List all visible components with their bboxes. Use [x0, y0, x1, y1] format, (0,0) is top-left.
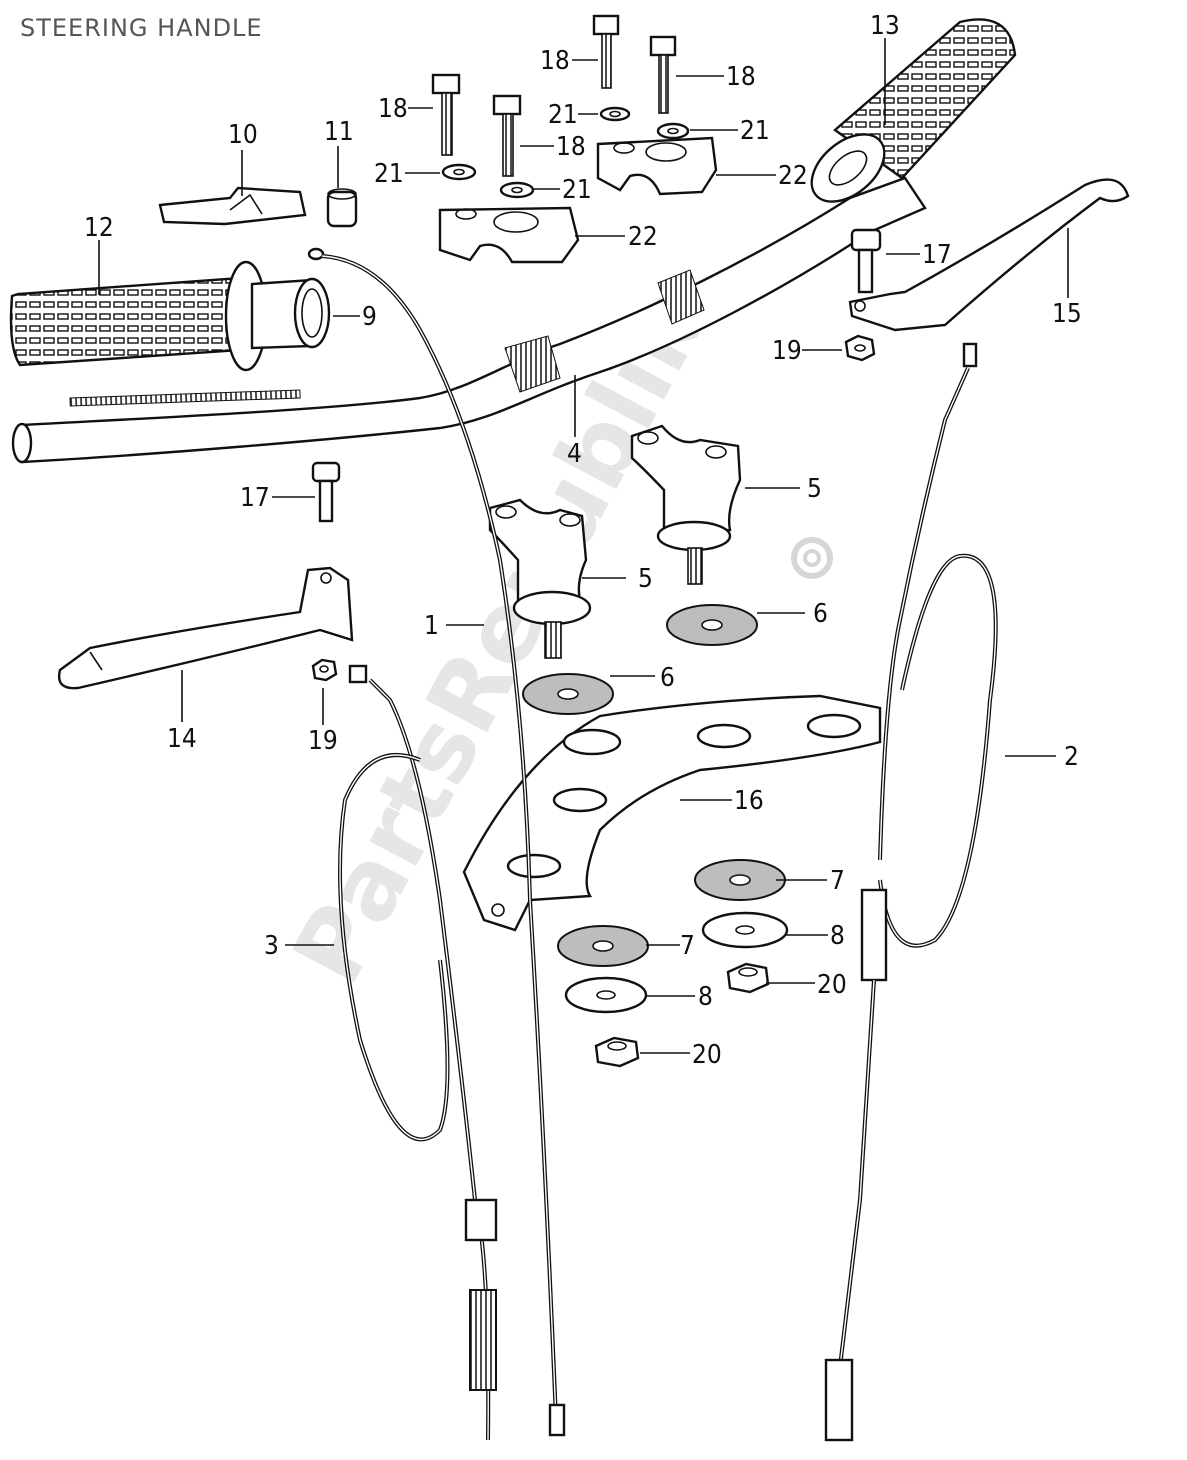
callout-21-c: 21: [548, 100, 578, 130]
washer-21-a: [441, 163, 477, 181]
callout-22-left: 22: [628, 222, 658, 252]
bolt-18-d: [649, 35, 677, 114]
callout-20-right: 20: [817, 970, 847, 1000]
callout-1: 1: [424, 611, 439, 641]
washer-21-b: [499, 181, 535, 199]
pivot-bolt-17-left: [311, 461, 341, 523]
brake-lever: [848, 178, 1130, 332]
callout-6-lower: 6: [660, 663, 675, 693]
front-brake-cable: [824, 342, 998, 1442]
callout-21-b: 21: [562, 175, 592, 205]
washer-21-d: [656, 122, 690, 140]
nut-20-left: [594, 1036, 640, 1068]
callout-19-right: 19: [772, 336, 802, 366]
callout-15: 15: [1052, 299, 1082, 329]
right-grip: [810, 18, 1017, 203]
cable-cap: [326, 188, 358, 228]
washer-8-left: [564, 976, 648, 1014]
callout-20-left: 20: [692, 1040, 722, 1070]
watermark-gear-icon: [791, 537, 833, 579]
handle-holder-bracket: [462, 694, 882, 932]
callout-4: 4: [567, 439, 582, 469]
cushion-7-right: [694, 859, 786, 901]
bolt-18-a: [431, 73, 461, 156]
callout-5-left: 5: [638, 564, 653, 594]
callout-5-right: 5: [807, 474, 822, 504]
callout-8-right: 8: [830, 921, 845, 951]
callout-18-d: 18: [726, 62, 756, 92]
handlebar: [11, 176, 927, 464]
clutch-lever: [57, 566, 354, 690]
upper-holder-left: [438, 206, 580, 264]
callout-7-right: 7: [830, 866, 845, 896]
callout-3: 3: [264, 931, 279, 961]
washer-8-right: [701, 911, 789, 949]
callout-17-right: 17: [922, 240, 952, 270]
throttle-cable-guide: [158, 186, 307, 226]
callout-19-left: 19: [308, 726, 338, 756]
callout-18-c: 18: [540, 46, 570, 76]
callout-13: 13: [870, 11, 900, 41]
throttle-cable: [307, 247, 566, 1437]
callout-6-upper: 6: [813, 599, 828, 629]
cushion-7-left: [557, 925, 649, 967]
upper-holder-right: [596, 136, 718, 196]
callout-2: 2: [1064, 742, 1079, 772]
callout-numbers: 1 2 3 4 5 5 6 6 7 7 8 8 9 10 11 12 13 14…: [84, 11, 1082, 1070]
callout-21-a: 21: [374, 159, 404, 189]
callout-16: 16: [734, 786, 764, 816]
callout-9: 9: [362, 302, 377, 332]
nut-19-right: [844, 334, 876, 362]
left-grip: [9, 260, 268, 372]
nut-19-left: [311, 658, 338, 682]
callout-22-right: 22: [778, 161, 808, 191]
bolt-18-c: [592, 14, 620, 89]
nut-20-right: [726, 962, 770, 994]
pivot-bolt-17-right: [850, 228, 882, 294]
callout-11: 11: [324, 117, 354, 147]
throttle-tube: [250, 277, 331, 350]
clutch-cable: [338, 664, 498, 1441]
callout-17-left: 17: [240, 483, 270, 513]
leader-lines: [98, 38, 1069, 1054]
callout-18-b: 18: [556, 132, 586, 162]
bolt-18-b: [492, 94, 522, 177]
lower-holder-right: [630, 424, 742, 585]
callout-14: 14: [167, 724, 197, 754]
cushion-6-upper: [666, 604, 758, 646]
callout-12: 12: [84, 213, 114, 243]
cushion-6-lower: [522, 673, 614, 715]
callout-10: 10: [228, 120, 258, 150]
lower-holder-left: [488, 498, 592, 659]
callout-21-d: 21: [740, 116, 770, 146]
callout-7-left: 7: [680, 931, 695, 961]
callout-18-a: 18: [378, 94, 408, 124]
diagram-title: STEERING HANDLE: [20, 14, 263, 42]
callout-8-left: 8: [698, 982, 713, 1012]
washer-21-c: [599, 106, 631, 122]
